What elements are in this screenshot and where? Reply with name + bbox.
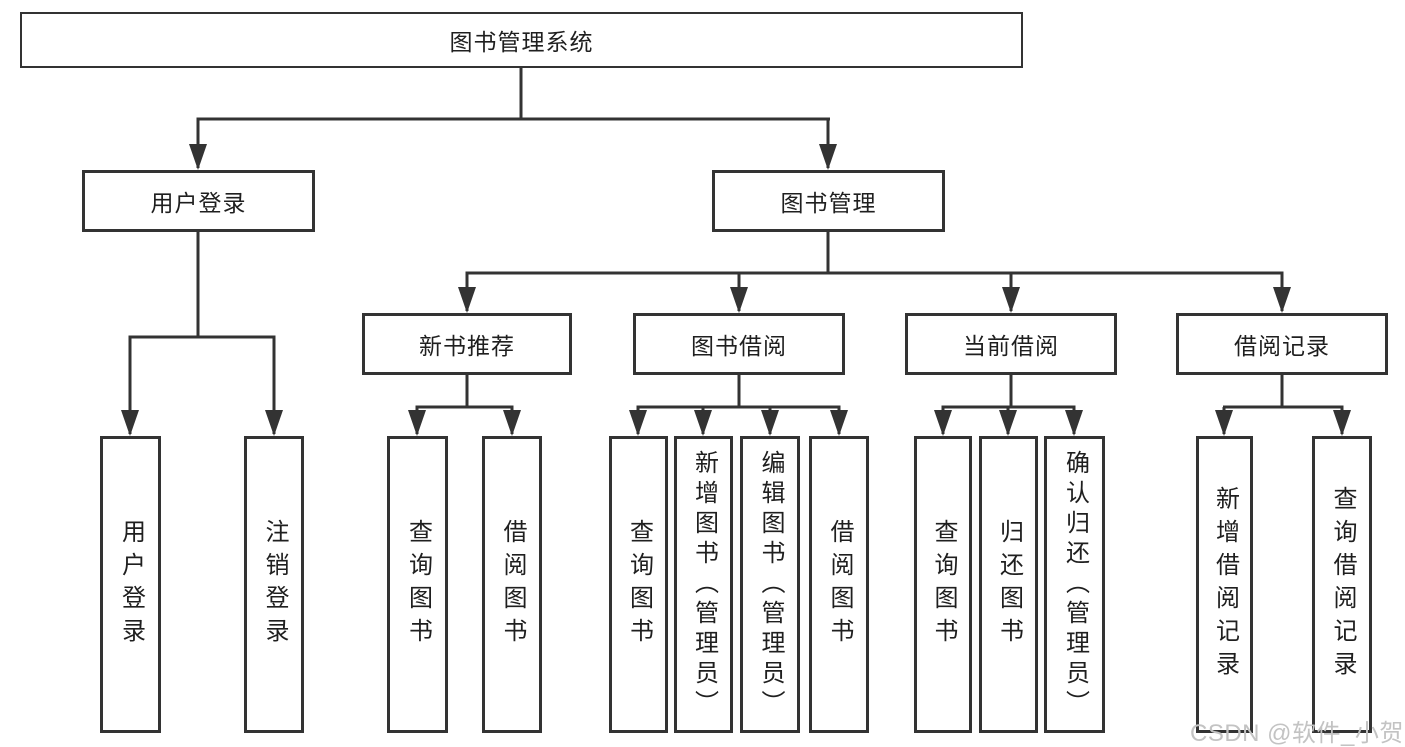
leaf-return-books: 归还图书 — [979, 436, 1038, 733]
leaf-query-borrow-record: 查询借阅记录 — [1312, 436, 1372, 733]
node-label: 查询图书 — [404, 518, 432, 651]
node-user-login: 用户登录 — [82, 170, 315, 232]
leaf-add-book-admin: 新增图书（管理员） — [674, 436, 733, 733]
node-label: 借阅图书 — [826, 518, 853, 651]
node-label: 查询图书 — [625, 518, 653, 651]
node-label: 新增图书（管理员） — [690, 449, 718, 720]
node-label: 用户登录 — [150, 190, 247, 216]
leaf-add-borrow-record: 新增借阅记录 — [1196, 436, 1253, 733]
node-label: 当前借阅 — [963, 333, 1059, 359]
node-new-book-recommend: 新书推荐 — [362, 313, 572, 375]
node-label: 借阅记录 — [1234, 333, 1330, 359]
node-library-system: 图书管理系统 — [20, 12, 1023, 68]
node-label: 归还图书 — [995, 518, 1023, 651]
arrowheads — [121, 144, 1351, 436]
node-book-borrowing: 图书借阅 — [633, 313, 845, 375]
node-book-management: 图书管理 — [712, 170, 945, 232]
leaf-query-books-borrowing: 查询图书 — [609, 436, 668, 733]
node-label: 新增借阅记录 — [1211, 485, 1239, 684]
leaf-confirm-return-admin: 确认归还（管理员） — [1044, 436, 1105, 733]
leaf-user-login: 用户登录 — [100, 436, 161, 733]
node-label: 编辑图书（管理员） — [757, 449, 784, 720]
csdn-watermark: CSDN @软件_小贺同学 — [1190, 720, 1405, 747]
node-current-borrowing: 当前借阅 — [905, 313, 1117, 375]
node-label: 确认归还（管理员） — [1061, 449, 1089, 720]
leaf-query-books-current: 查询图书 — [914, 436, 972, 733]
node-label: 查询借阅记录 — [1329, 485, 1356, 684]
node-label: 用户登录 — [117, 518, 145, 651]
node-label: 图书借阅 — [691, 333, 787, 359]
leaf-edit-book-admin: 编辑图书（管理员） — [740, 436, 800, 733]
leaf-borrow-books-recommend: 借阅图书 — [482, 436, 542, 733]
node-label: 注销登录 — [261, 518, 288, 651]
node-label: 图书管理系统 — [449, 29, 594, 55]
node-label: 借阅图书 — [499, 518, 526, 651]
leaf-logout: 注销登录 — [244, 436, 304, 733]
node-label: 查询图书 — [930, 518, 957, 651]
node-borrow-records: 借阅记录 — [1176, 313, 1388, 375]
leaf-query-books-recommend: 查询图书 — [387, 436, 448, 733]
node-label: 图书管理 — [780, 190, 877, 216]
node-label: 新书推荐 — [419, 333, 515, 359]
leaf-borrow-books: 借阅图书 — [809, 436, 869, 733]
